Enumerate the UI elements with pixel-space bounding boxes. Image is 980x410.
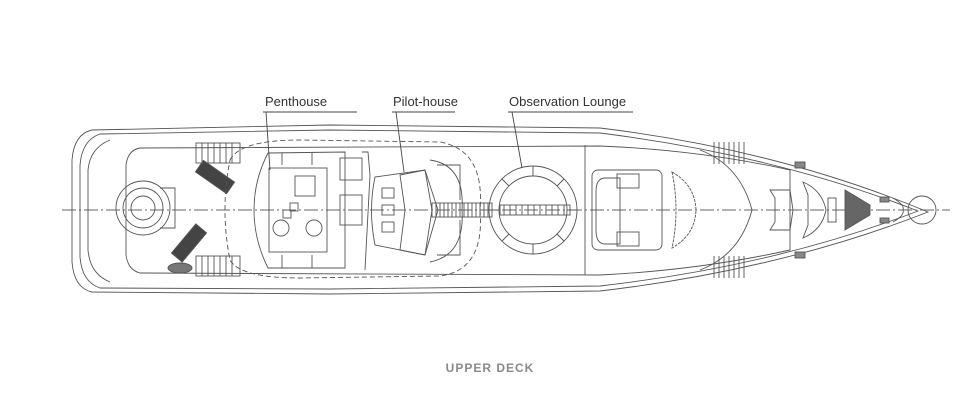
aft-stairs	[195, 142, 241, 277]
observation-lounge	[488, 145, 586, 275]
aft-jacuzzi	[115, 180, 176, 236]
deck-caption: UPPER DECK	[445, 361, 535, 375]
pilot-house-label: Pilot-house	[393, 94, 459, 109]
sun-lounger	[170, 223, 208, 263]
bow-fittings	[769, 161, 937, 259]
forward-seating	[591, 169, 697, 251]
pilot-house-leader	[392, 111, 455, 173]
penthouse-leader	[263, 111, 357, 171]
observation-lounge-label: Observation Lounge	[509, 94, 627, 109]
penthouse-label: Penthouse	[265, 94, 328, 109]
hull-outline	[71, 124, 930, 295]
tender-crane	[167, 262, 193, 274]
penthouse-room	[253, 151, 371, 271]
pilot-house-room	[371, 159, 463, 263]
sun-lounger	[194, 159, 236, 195]
observation-lounge-leader	[508, 111, 633, 169]
